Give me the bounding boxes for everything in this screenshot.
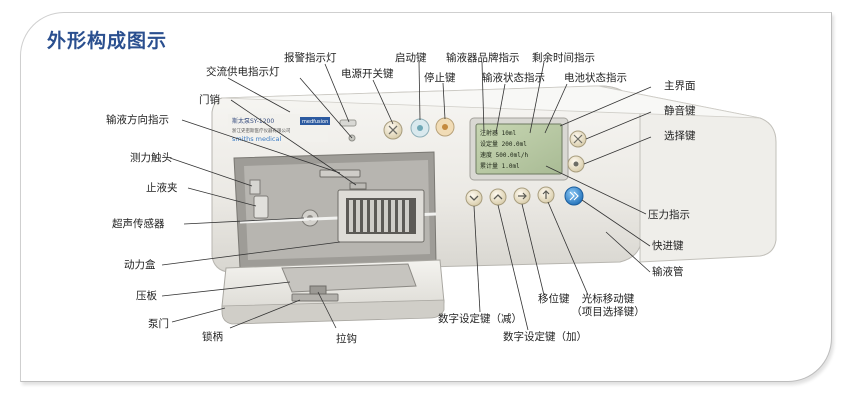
label-lock-handle: 锁柄: [202, 331, 223, 343]
lcd-screen: [475, 123, 563, 175]
label-force-probe: 测力触头: [130, 152, 172, 164]
lock-handle: [291, 293, 339, 302]
label-cursor-key-line-2: （项目选择键）: [571, 306, 645, 318]
label-infusion-status: 输液状态指示: [482, 72, 545, 84]
label-stop-key: 停止键: [424, 72, 456, 84]
label-select-key: 选择键: [664, 130, 696, 142]
door-front-lip: [221, 299, 445, 325]
lcd-line-4: 累计量 1.0ml: [480, 162, 520, 170]
shift-icon: [518, 192, 527, 200]
label-pressure-indicator: 压力指示: [648, 209, 690, 221]
label-power-key: 电源开关键: [341, 68, 394, 80]
label-battery-status: 电池状态指示: [564, 72, 627, 84]
chevron-up-icon: [493, 194, 503, 200]
cursor-icon: [542, 190, 550, 199]
label-brand-indicator: 输液器品牌指示: [446, 52, 520, 64]
stop-icon: [442, 124, 448, 130]
company-text: 浙江史密斯医疗仪器有限公司: [232, 127, 291, 134]
label-pull-hook: 拉钩: [336, 333, 357, 345]
label-ultrasonic-sensor: 超声传感器: [112, 218, 165, 230]
label-press-plate: 压板: [136, 290, 157, 302]
label-door-latch: 门销: [199, 94, 220, 106]
force-probe: [249, 179, 261, 195]
label-flow-direction: 输液方向指示: [106, 114, 169, 126]
stop-clamp: [253, 195, 269, 219]
leader-lines: [161, 61, 652, 331]
fast-forward-icon: [569, 191, 579, 201]
lcd-line-3: 速度 500.0ml/h: [480, 151, 529, 159]
press-plate: [281, 263, 417, 293]
label-ac-light: 交流供电指示灯: [206, 66, 280, 78]
label-fast-key: 快进键: [652, 240, 684, 252]
model-text: 斯太泵SY-1200: [232, 117, 274, 125]
chevron-down-icon: [469, 195, 479, 201]
flow-direction-mark: [319, 169, 361, 178]
brand-badge-text: medfusion: [302, 119, 328, 125]
label-cursor-key-line-1: 光标移动键: [581, 293, 635, 305]
label-pump-door: 泵门: [148, 318, 169, 330]
peristaltic-fingers: [349, 200, 409, 232]
brand-badge: [300, 117, 330, 125]
label-infusion-tube: 输液管: [652, 266, 684, 278]
label-cursor-key: 光标移动键 （项目选择键）: [560, 293, 656, 319]
label-main-screen: 主界面: [664, 80, 696, 92]
label-remaining-time: 剩余时间指示: [532, 52, 595, 64]
mute-icon: [573, 134, 583, 144]
pull-hook: [309, 285, 327, 295]
digit-minus-key: [465, 189, 483, 207]
label-start-key: 启动键: [395, 52, 427, 64]
label-digit-minus: 数字设定键（减）: [438, 313, 522, 325]
digit-plus-key: [489, 188, 507, 206]
label-stop-clamp: 止液夹: [146, 182, 178, 194]
label-mute-key: 静音键: [664, 105, 696, 117]
lcd-line-1: 注射器 10ml: [480, 129, 516, 137]
door-latch: [349, 182, 367, 190]
power-icon: [388, 125, 398, 135]
label-alarm-light: 报警指示灯: [284, 52, 337, 64]
label-shift-key: 移位键: [538, 293, 570, 305]
alarm-light: [339, 119, 357, 127]
label-digit-plus: 数字设定键（加）: [503, 331, 587, 343]
brand-text: smiths medical: [232, 135, 281, 143]
start-icon: [417, 125, 423, 131]
figure-title: 外形构成图示: [47, 30, 168, 52]
label-power-box: 动力盒: [124, 259, 156, 271]
lcd-line-2: 设定量 200.0ml: [480, 140, 527, 148]
top-surface: [221, 85, 761, 119]
select-icon: [573, 161, 579, 167]
